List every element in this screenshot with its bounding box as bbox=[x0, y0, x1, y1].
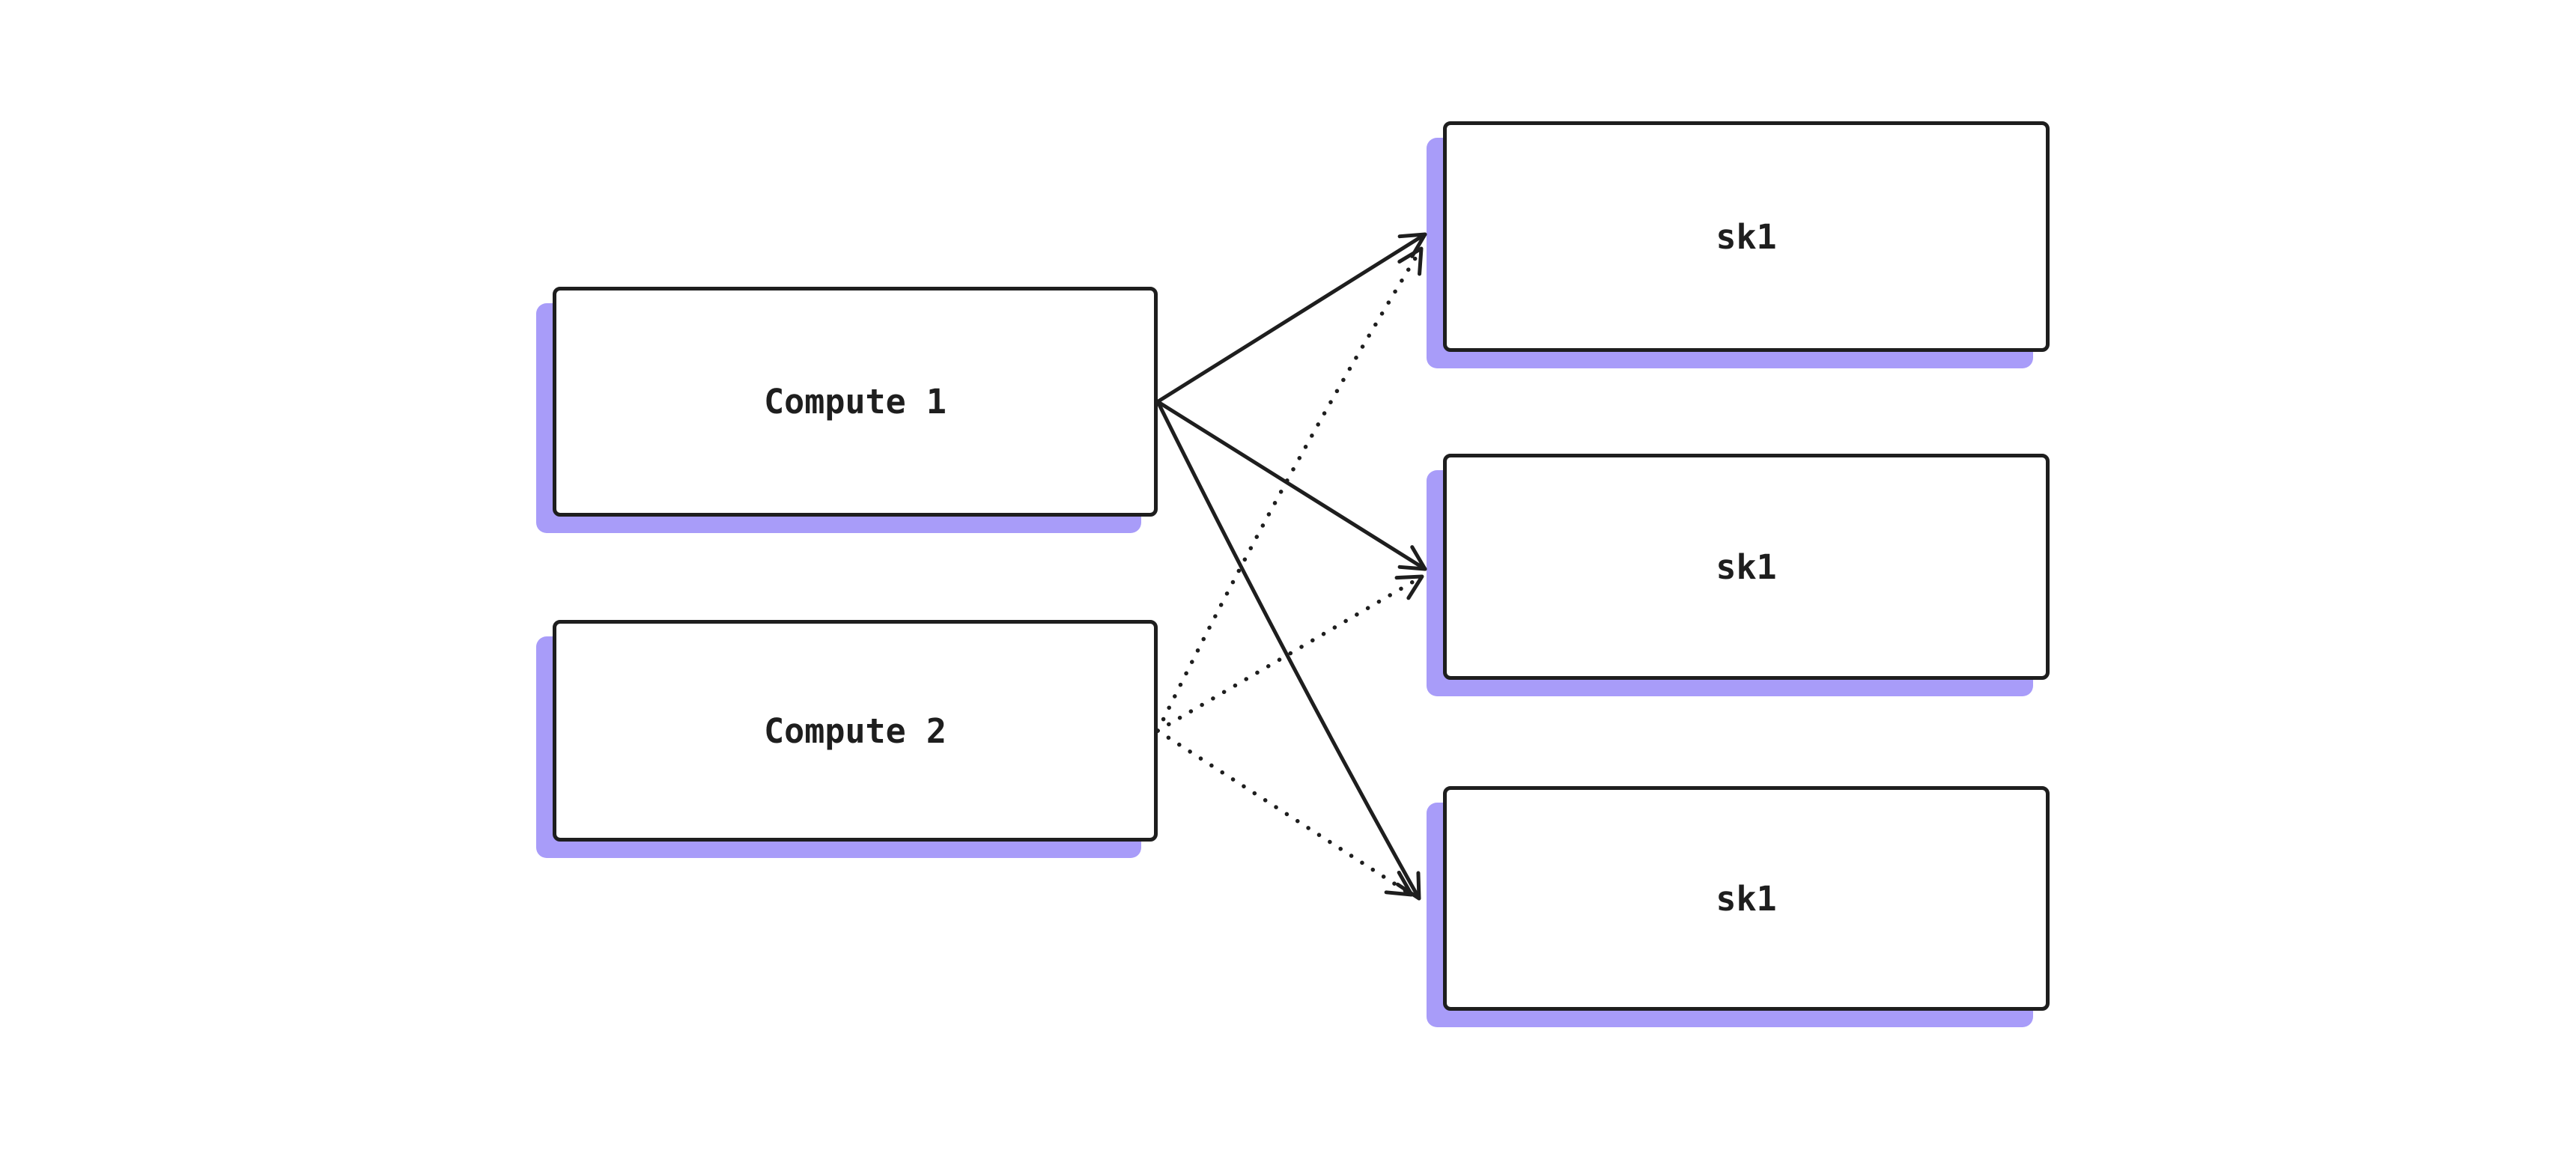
node-box: sk1 bbox=[1443, 786, 2050, 1011]
edge-compute2-sk1-top bbox=[1155, 246, 1424, 733]
node-box: sk1 bbox=[1443, 121, 2050, 352]
node-box: sk1 bbox=[1443, 454, 2050, 680]
node-box: Compute 2 bbox=[553, 620, 1158, 842]
arrowhead-icon bbox=[1394, 574, 1424, 600]
edge-compute2-sk1-bottom bbox=[1155, 728, 1414, 897]
edge-compute1-sk1-middle bbox=[1155, 400, 1427, 571]
edge-compute1-sk1-top bbox=[1155, 232, 1427, 404]
node-label: Compute 1 bbox=[764, 382, 947, 422]
node-label: sk1 bbox=[1716, 547, 1777, 587]
node-sk1-bottom: sk1 bbox=[1427, 786, 2050, 1027]
node-sk1-middle: sk1 bbox=[1427, 454, 2050, 696]
edge-compute1-sk1-bottom bbox=[1155, 400, 1421, 901]
arrowhead-icon bbox=[1384, 870, 1414, 897]
node-label: sk1 bbox=[1716, 878, 1777, 919]
arrowhead-icon bbox=[1397, 246, 1424, 276]
node-label: sk1 bbox=[1716, 216, 1777, 257]
node-box: Compute 1 bbox=[553, 287, 1158, 517]
edge-compute2-sk1-middle bbox=[1155, 574, 1424, 733]
node-sk1-top: sk1 bbox=[1427, 121, 2050, 368]
arrowhead-icon bbox=[1397, 545, 1427, 571]
node-label: Compute 2 bbox=[764, 711, 947, 751]
arrowhead-icon bbox=[1396, 871, 1421, 901]
node-compute-2: Compute 2 bbox=[536, 620, 1158, 858]
node-compute-1: Compute 1 bbox=[536, 287, 1158, 533]
arrowhead-icon bbox=[1397, 232, 1427, 258]
